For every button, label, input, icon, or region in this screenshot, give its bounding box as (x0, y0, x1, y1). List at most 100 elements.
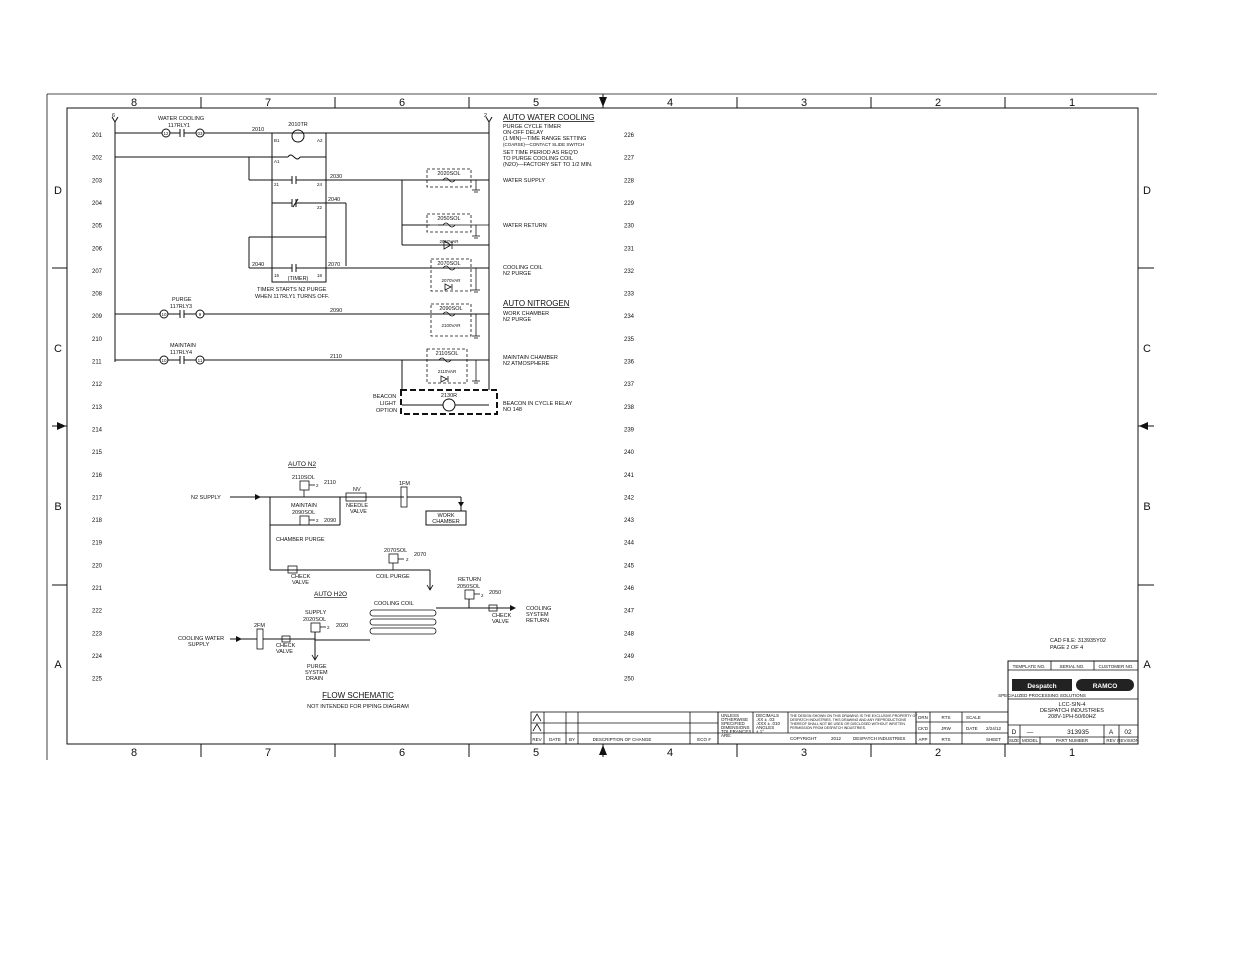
tb-rev-letter: A (1109, 729, 1114, 736)
rung-number-224: 224 (92, 654, 103, 660)
zone-row-right-b: B (1143, 501, 1150, 513)
rung-number-213: 213 (92, 405, 103, 411)
terminal-03-label: 03 (197, 131, 203, 136)
flow-w-2020: 2020 (336, 623, 348, 629)
tb-rev-no: 02 (1124, 729, 1132, 736)
company-logo (1012, 679, 1072, 691)
tb-unless-5: TOLERANCES (721, 729, 751, 734)
rung-number-236: 236 (624, 360, 635, 366)
solenoid-2050sol: 2050SOL 2050VAR (426, 213, 489, 250)
timer-note-1: TIMER STARTS N2 PURGE (257, 287, 327, 293)
rung-number-229: 229 (624, 201, 635, 207)
flow-check-ret-1: CHECK (492, 613, 512, 619)
terminal-09-label: 9 (199, 312, 202, 317)
sol-2090-label: 2090SOL (439, 306, 462, 312)
timer-2010tr (271, 132, 327, 283)
tb-copyright-label: COPYRIGHT (790, 736, 817, 741)
wire-2030: 2030 (330, 174, 342, 180)
timer-note-2: WHEN 117RLY1 TURNS OFF. (255, 294, 330, 300)
purge-label: PURGE (172, 297, 192, 303)
tb-serial: SERIAL NO. (1059, 664, 1084, 669)
tb-title-1: LCC-SIN-4 (1059, 702, 1086, 708)
zone-col-top-6: 6 (399, 97, 405, 109)
timer-15: 15 (274, 273, 280, 278)
wire-2070: 2070 (328, 262, 340, 268)
drawing-border (46, 93, 1157, 760)
timer-a1: A1 (274, 159, 280, 164)
flow-needle-1: NEEDLE (346, 503, 368, 509)
note-1: PURGE CYCLE TIMER (503, 124, 561, 130)
timer-18: 18 (317, 273, 323, 278)
var-2050-label: 2050VAR (440, 239, 460, 244)
solenoid-2090sol: 2090SOL 2100VAR (430, 303, 480, 339)
flow-port-2e: 2 (327, 625, 330, 630)
wire-2040b: 2040 (252, 262, 264, 268)
rung-number-206: 206 (92, 246, 103, 252)
tb-property-3: THEREOF SHALL NOT BE USED OR DISCLOSED W… (790, 722, 905, 726)
solenoid-2070sol: 2070SOL 2070VAR (430, 258, 480, 293)
zone-col-top-8: 8 (131, 97, 137, 109)
rev-h-eco: ECO # (697, 737, 711, 742)
rung-number-248: 248 (624, 631, 635, 637)
rev-h-rev: REV (532, 737, 541, 742)
tb-property-2: DESPATCH INDUSTRIES. THIS DRAWING AND AN… (790, 718, 907, 722)
sol-2020-label: 2020SOL (437, 171, 460, 177)
rung-number-211: 211 (92, 360, 102, 366)
tb-ap-label: APP (918, 737, 927, 742)
rung-number-209: 209 (92, 314, 103, 320)
flow-drain-3: DRAIN (306, 676, 323, 682)
tb-date-label: DATE (966, 726, 978, 731)
desc-maintain-chamber-1: MAINTAIN CHAMBER (503, 355, 558, 361)
tb-f-part: PART NUMBER (1056, 738, 1089, 743)
tb-approved: RTS (942, 737, 951, 742)
rung-numbers-left: 2012022032042052062072082092102112122132… (92, 133, 103, 683)
rung-number-242: 242 (624, 495, 635, 501)
tb-size: D (1012, 729, 1017, 736)
note-2: ON-OFF DELAY (503, 130, 544, 136)
solenoid-2020sol: 2020SOL (426, 168, 480, 193)
rung-number-240: 240 (624, 450, 635, 456)
zone-col-top-7: 7 (265, 97, 271, 109)
rung-number-219: 219 (92, 541, 103, 547)
tb-dash: — (1027, 729, 1034, 736)
rung-number-216: 216 (92, 473, 103, 479)
wire-2010: 2010 (252, 127, 264, 133)
tb-title-3: 208V-1PH-50/60HZ (1048, 714, 1097, 720)
tb-checked: JRW (941, 726, 951, 731)
rung-number-223: 223 (92, 631, 103, 637)
tb-f-revision: REVISION (1117, 738, 1139, 743)
rung-number-250: 250 (624, 677, 635, 683)
maintain-relay: 117RLY4 (170, 350, 192, 356)
rung-number-203: 203 (92, 178, 103, 184)
rung-number-204: 204 (92, 201, 103, 207)
rung-number-214: 214 (92, 427, 103, 433)
revision-table: REV DATE BY DESCRIPTION OF CHANGE ECO # (530, 711, 719, 745)
flow-port-2d: 2 (481, 593, 484, 598)
flow-sol-2110: 2110SOL (292, 475, 315, 481)
rung-number-215: 215 (92, 450, 103, 456)
partner-logo-text: RAMCO (1093, 683, 1118, 690)
flow-port-2c: 2 (406, 557, 409, 562)
flow-port-2a: 2 (316, 483, 319, 488)
zone-col-bottom-2: 2 (935, 747, 941, 759)
flow-w-2110: 2110 (324, 480, 336, 486)
lamp-2130-label: 2130R (441, 393, 457, 399)
beacon-label-1: BEACON (373, 394, 396, 400)
tb-unless-6: ARE: (721, 733, 732, 738)
flow-w-2050: 2050 (489, 590, 501, 596)
cad-file: CAD FILE: 313935Y02 (1050, 638, 1106, 644)
tb-copyright-owner: DESPATCH INDUSTRIES (853, 736, 905, 741)
flow-w-2090: 2090 (324, 518, 336, 524)
zone-col-top-2: 2 (935, 97, 941, 109)
tb-unless-1: UNLESS (721, 713, 739, 718)
var-2070-label: 2070VAR (442, 278, 462, 283)
flow-maintain: MAINTAIN (291, 503, 317, 509)
desc-cooling-coil-1: COOLING COIL (503, 265, 543, 271)
rung-number-226: 226 (624, 133, 635, 139)
rung-number-201: 201 (92, 133, 103, 139)
terminal-11-label: 11 (198, 358, 203, 363)
note-6: TO PURGE COOLING COIL (503, 156, 573, 162)
terminal-10-purge-label: 10 (161, 312, 167, 317)
timer-label: 2010TR (288, 122, 308, 128)
sol-2050-label: 2050SOL (437, 216, 460, 222)
